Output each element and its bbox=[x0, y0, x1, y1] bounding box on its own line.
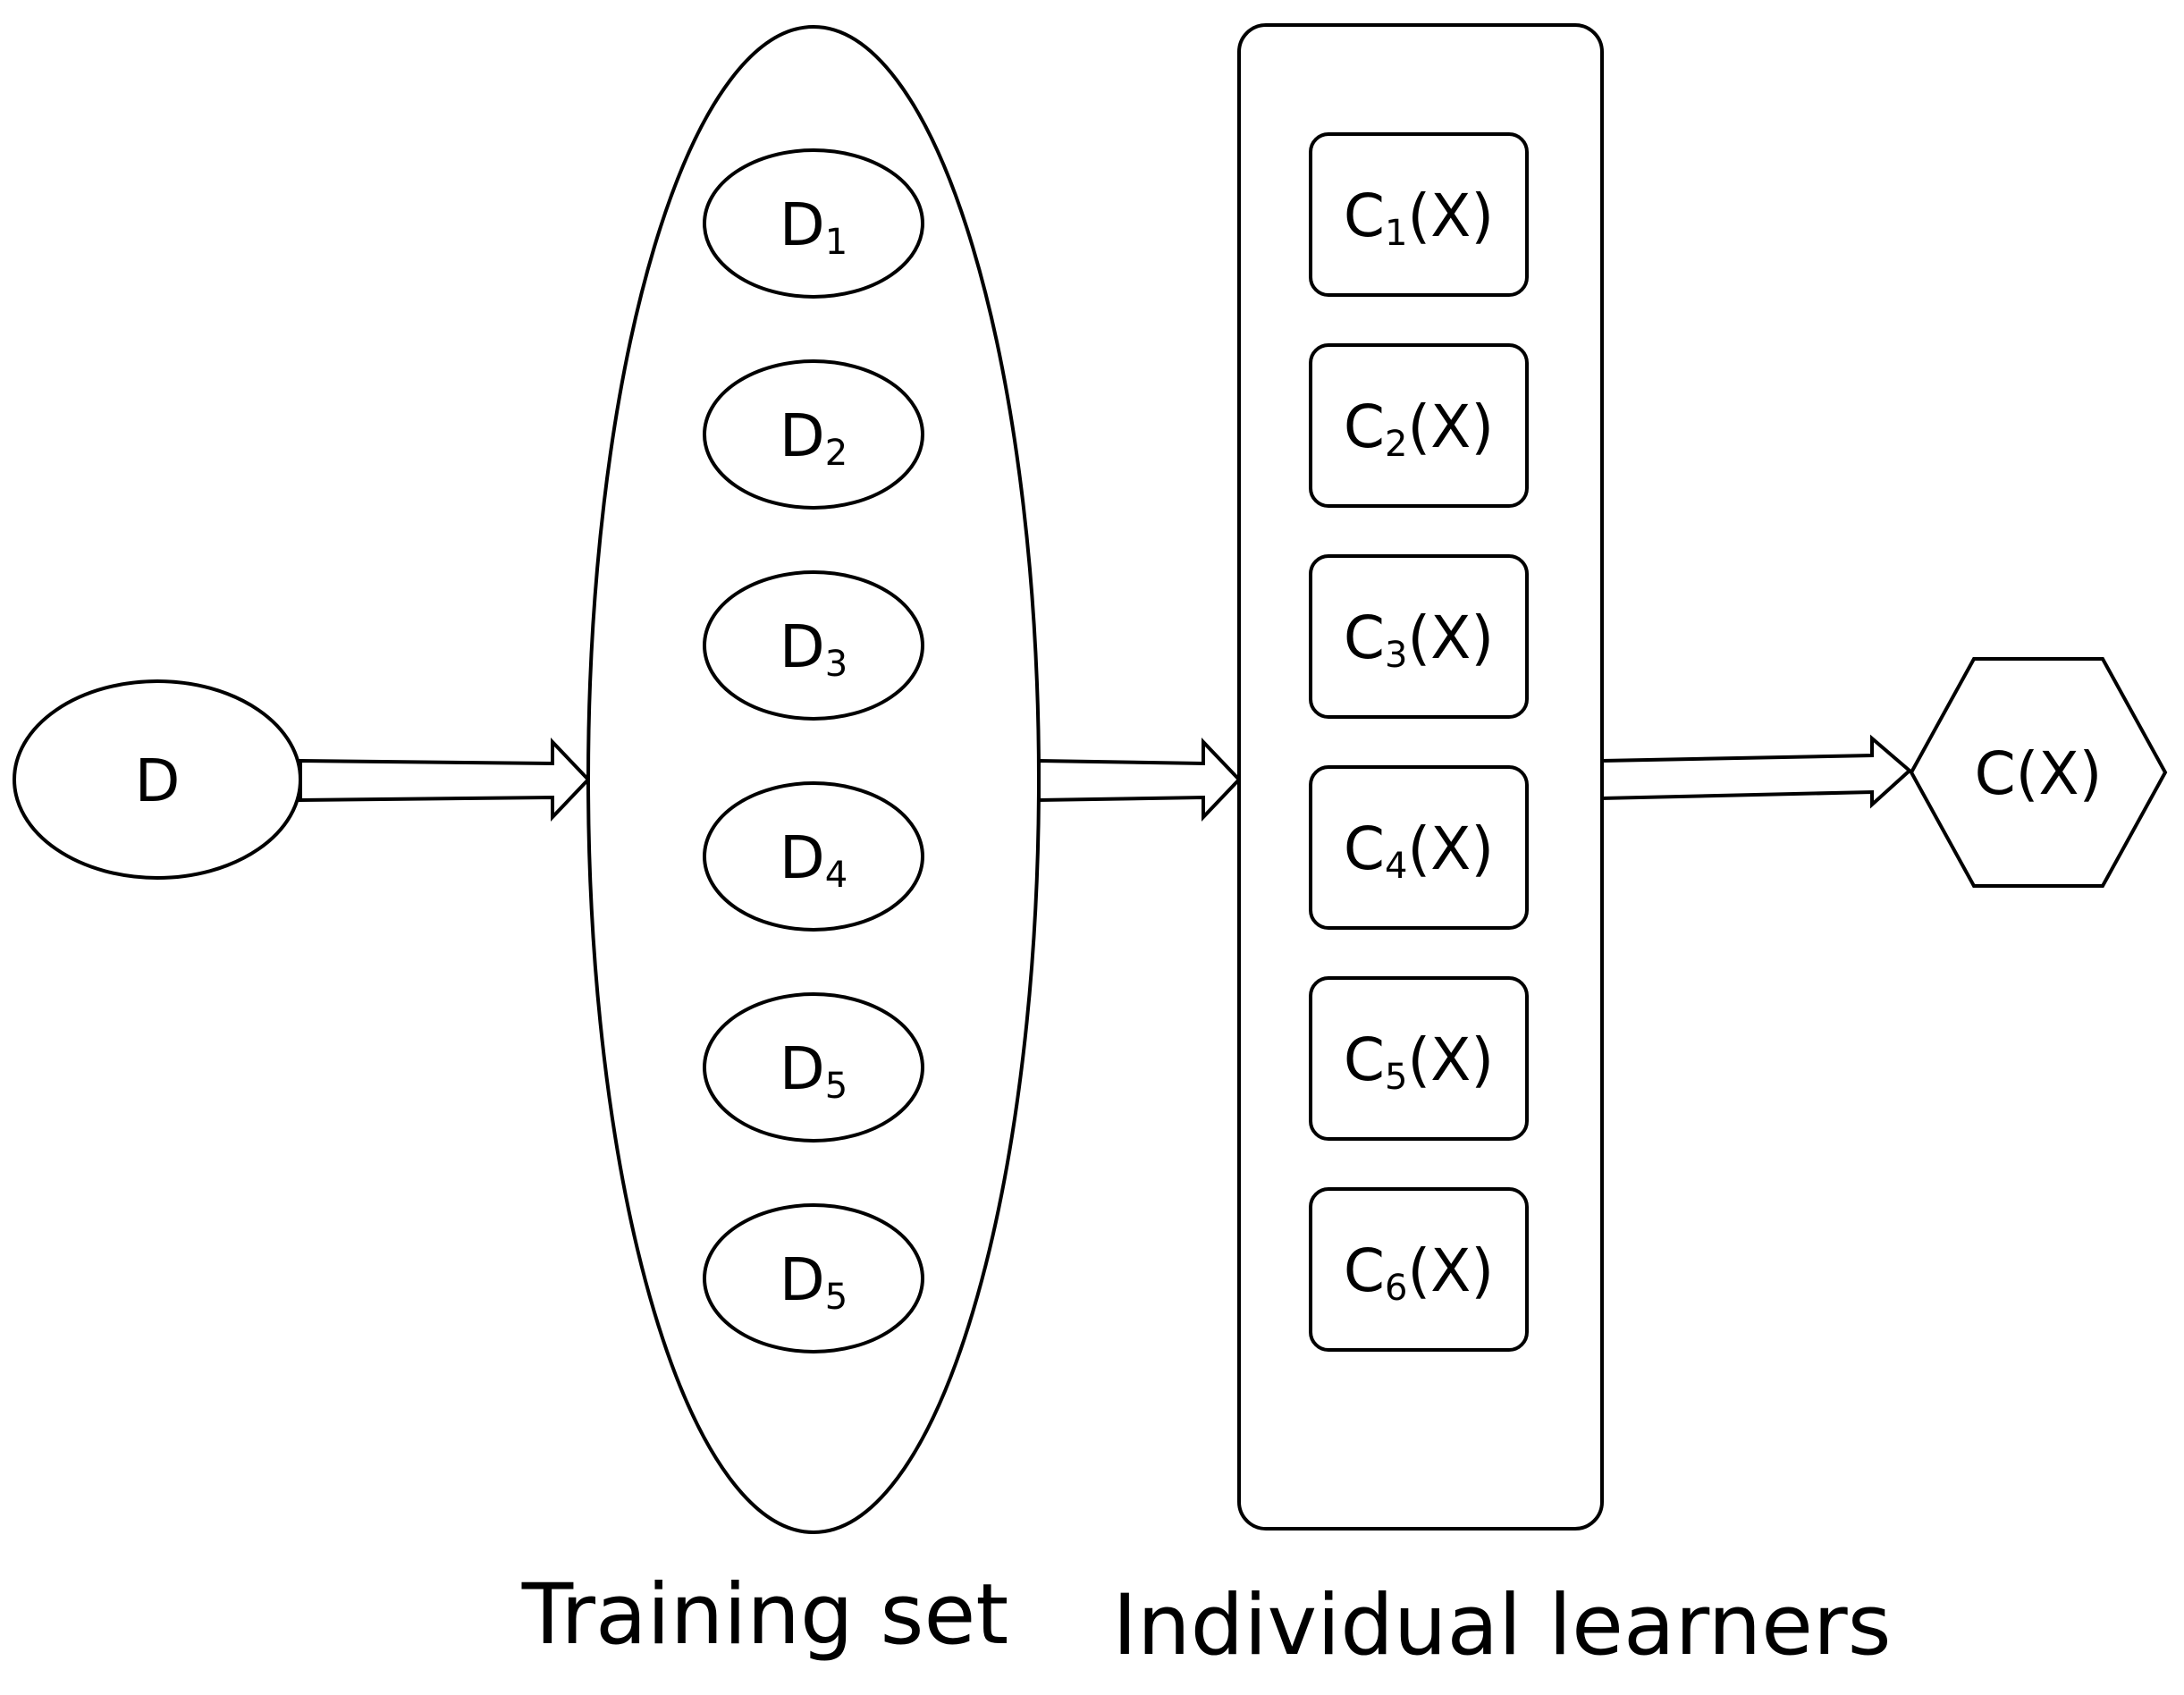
training-set-caption: Training set bbox=[521, 1566, 1008, 1664]
subset-node-6: D5 bbox=[703, 1203, 924, 1353]
output-node: C(X) bbox=[1909, 657, 2168, 888]
learner-box-1: C1(X) bbox=[1309, 132, 1529, 297]
learner-box-2: C2(X) bbox=[1309, 343, 1529, 508]
subset-node-1: D1 bbox=[703, 148, 924, 299]
subset-label: D5 bbox=[780, 1245, 847, 1318]
learner-box-6: C6(X) bbox=[1309, 1187, 1529, 1352]
learner-box-3: C3(X) bbox=[1309, 554, 1529, 719]
learner-label: C4(X) bbox=[1344, 814, 1494, 887]
input-label: D bbox=[135, 746, 181, 815]
output-label: C(X) bbox=[1975, 739, 2103, 808]
learner-box-5: C5(X) bbox=[1309, 976, 1529, 1141]
subset-label: D2 bbox=[780, 401, 847, 474]
subset-node-5: D5 bbox=[703, 992, 924, 1143]
subset-label: D3 bbox=[780, 612, 847, 685]
learner-label: C1(X) bbox=[1344, 181, 1494, 254]
arrow-learners-to-output bbox=[1600, 734, 1913, 809]
arrow-input-to-training bbox=[299, 738, 591, 822]
learner-label: C3(X) bbox=[1344, 603, 1494, 676]
input-node: D bbox=[13, 679, 302, 880]
subset-node-4: D4 bbox=[703, 781, 924, 932]
learners-caption: Individual learners bbox=[1112, 1577, 1891, 1674]
learner-label: C6(X) bbox=[1344, 1236, 1494, 1309]
subset-label: D5 bbox=[780, 1034, 847, 1107]
subset-label: D4 bbox=[780, 823, 847, 896]
arrow-training-to-learners bbox=[1037, 738, 1242, 822]
subset-node-2: D2 bbox=[703, 359, 924, 510]
learner-box-4: C4(X) bbox=[1309, 765, 1529, 930]
subset-node-3: D3 bbox=[703, 570, 924, 721]
subset-label: D1 bbox=[780, 190, 847, 263]
learner-label: C2(X) bbox=[1344, 392, 1494, 465]
learner-label: C5(X) bbox=[1344, 1025, 1494, 1098]
